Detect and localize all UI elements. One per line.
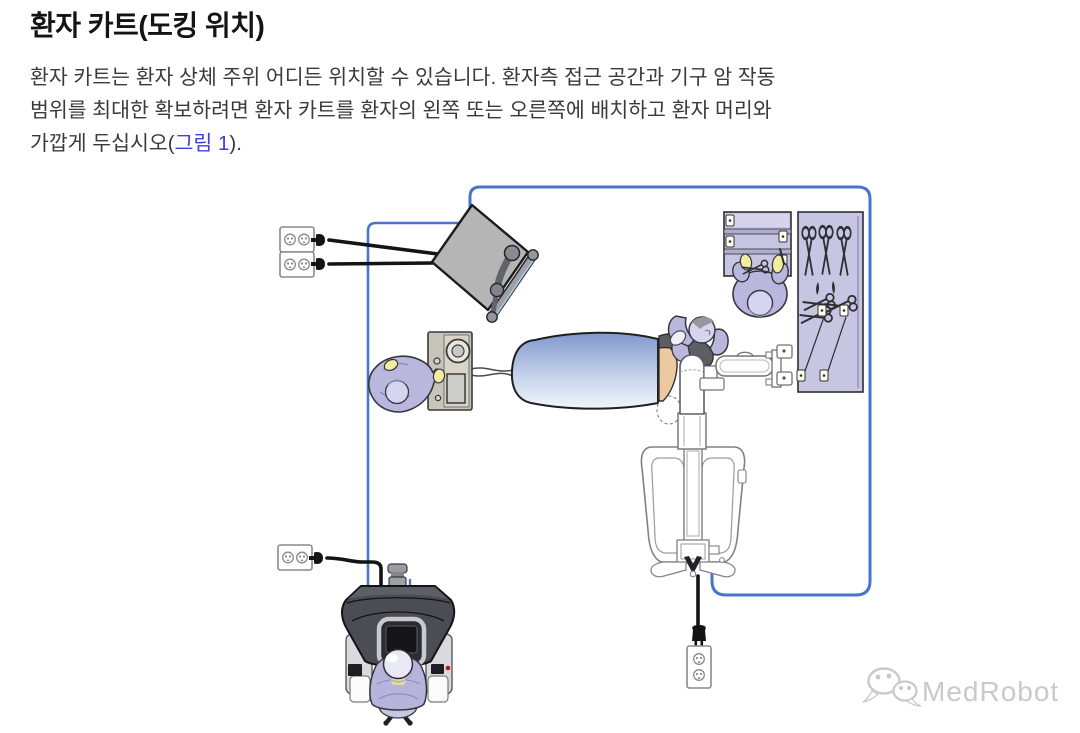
blade-icon [816,282,819,295]
power-cables [325,238,700,631]
anesthesia-screen [446,373,466,404]
scrub-nurse [732,248,789,318]
surgical-drape [510,331,659,410]
wechat-logo-icon [862,667,922,707]
anesthesia-machine [427,331,514,411]
console-knob [387,563,408,574]
patient-cart-instrument-arm [715,344,793,388]
body-paragraph: 환자 카트는 환자 상체 주위 어디든 위치할 수 있습니다. 환자측 접근 공… [30,61,1052,160]
paragraph-line-3-end: ). [229,132,242,155]
wall-outlet-bottom [686,625,712,689]
patient-cart [640,344,793,578]
double-wall-outlet-top-left [279,226,325,278]
back-table-with-instruments [796,211,864,393]
camera-arm-elbow [679,354,705,415]
paragraph-line-1: 환자 카트는 환자 상체 주위 어디든 위치할 수 있습니다. 환자측 접근 공… [30,66,776,89]
paragraph-line-2: 범위를 최대한 확보하려면 환자 카트를 환자의 왼쪽 또는 오른쪽에 배치하고… [30,99,772,122]
glove [383,358,399,372]
nurse-head [746,289,774,317]
status-led [445,665,451,671]
surgeon-on-stool [369,648,428,726]
wall-outlet-left [277,544,323,571]
blade-icon [832,281,835,294]
anesthesia-tubing [470,372,514,377]
patient-cart-column [677,412,707,450]
page-title: 환자 카트(도킹 위치) [30,10,265,41]
sleeve [669,330,687,346]
watermark: MedRobot [862,667,1059,707]
surgeon-head [382,648,414,680]
power-plug-icon [692,625,706,641]
anesthesiologist [368,355,446,413]
vision-cart-with-monitor-arm [430,203,539,323]
long-instruments [804,316,847,372]
surgeon-console [341,563,456,726]
anesthesia-tubing [470,367,514,372]
paragraph-line-3: 가깝게 두십시오( [30,132,175,155]
glove [739,253,753,271]
blue-cable-vision-cart-to-patient-cart [468,185,872,597]
watermark-text: MedRobot [922,676,1059,707]
section-patient-cart-docking: 환자 카트(도킹 위치) 환자 카트는 환자 상체 주위 어디든 위치할 수 있… [30,8,1052,160]
figure-1-link[interactable]: 그림 1 [174,132,230,155]
glove [432,368,446,384]
figure-1-or-layout-diagram: MedRobot [277,185,1059,726]
assistant-at-patient-head [667,315,729,363]
